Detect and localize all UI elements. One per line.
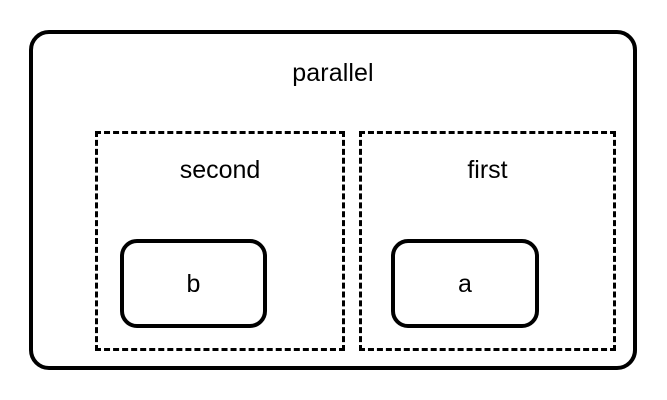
state-a[interactable]: a bbox=[391, 239, 539, 328]
state-b[interactable]: b bbox=[120, 239, 267, 328]
composite-state-label: parallel bbox=[292, 59, 374, 87]
region-first[interactable]: first a bbox=[359, 131, 616, 351]
state-a-label: a bbox=[458, 269, 472, 298]
region-second-label: second bbox=[179, 156, 261, 184]
region-first-label: first bbox=[467, 156, 508, 184]
composite-state-parallel[interactable]: parallel second b first a bbox=[29, 30, 637, 370]
region-second[interactable]: second b bbox=[95, 131, 345, 351]
state-b-label: b bbox=[186, 269, 201, 298]
parallel-regions-container: second b first a bbox=[33, 34, 633, 366]
